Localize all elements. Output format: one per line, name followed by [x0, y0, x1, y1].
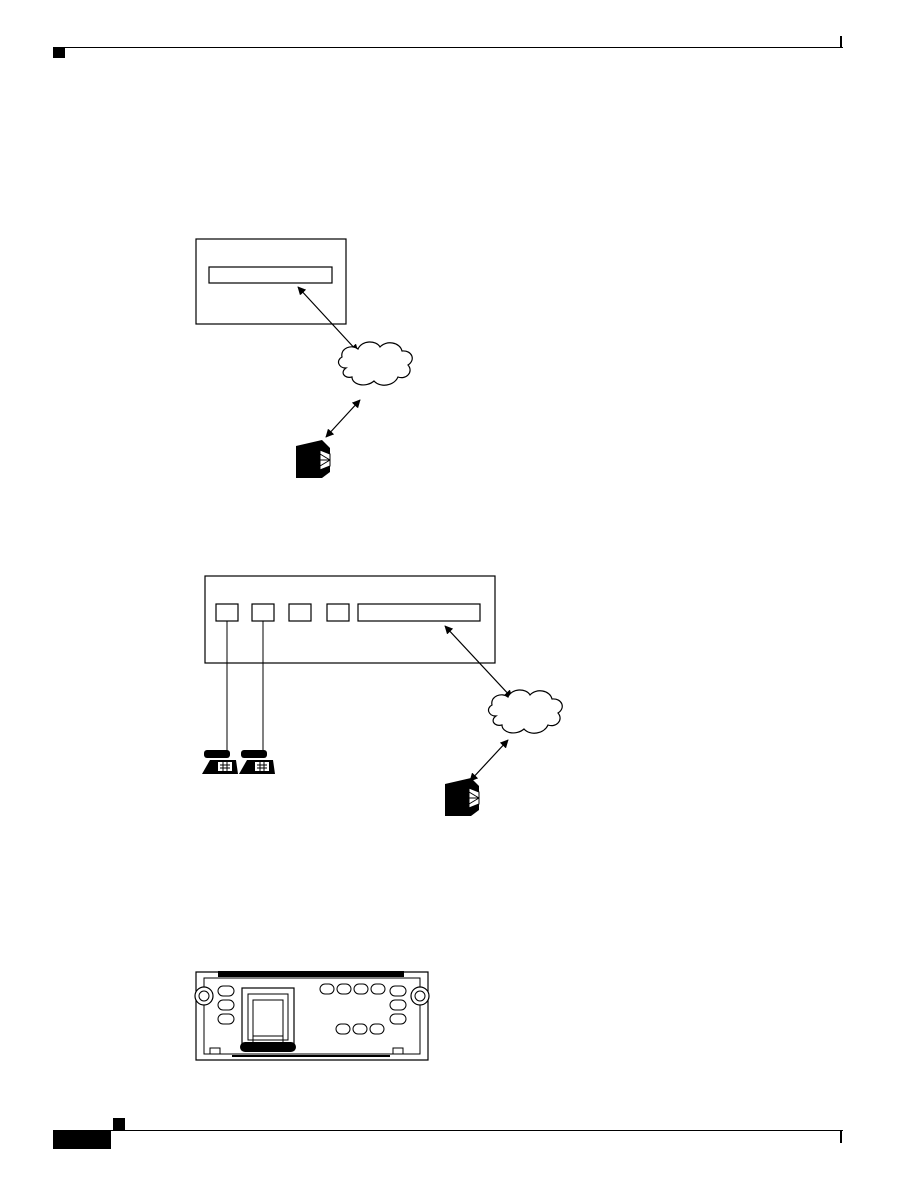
led-top-1: [319, 983, 335, 995]
link-module-to-cloud: [444, 625, 513, 699]
figure-1: [195, 238, 413, 478]
voice-port-2: [251, 603, 275, 622]
voice-port-4: [326, 603, 350, 622]
network-cloud: [337, 341, 413, 386]
header-left-block: [53, 48, 65, 58]
foot-left: [209, 1047, 221, 1055]
led-top-4: [370, 983, 386, 995]
thumbscrew-right: [410, 986, 430, 1006]
led-top-3: [353, 983, 369, 995]
figure-3: [194, 971, 430, 1061]
central-office-switch-icon: [445, 778, 480, 816]
led-mid-2: [352, 1023, 368, 1035]
rj-port: [241, 987, 295, 1051]
voice-port-3: [288, 603, 312, 622]
header-right-tick: [840, 36, 842, 48]
faceplate-top-bar: [218, 971, 404, 977]
led-mid-3: [369, 1023, 385, 1035]
link-cloud-to-switch: [469, 739, 509, 782]
footer-rule: [53, 1130, 843, 1131]
led-left-1: [217, 985, 235, 997]
led-mid-1: [335, 1023, 351, 1035]
header-rule: [53, 47, 843, 48]
network-module-slot: [357, 603, 481, 622]
footer-small-square: [113, 1118, 125, 1130]
network-module-slot: [208, 266, 333, 284]
central-office-switch-icon: [296, 440, 331, 478]
voice-port-1: [215, 603, 239, 622]
led-top-2: [336, 983, 352, 995]
led-left-3: [217, 1013, 235, 1025]
figure-2: [202, 575, 563, 816]
led-right-2: [389, 999, 407, 1011]
led-right-1: [389, 985, 407, 997]
telephone-icon: [202, 750, 238, 774]
led-left-2: [217, 999, 235, 1011]
footer-right-tick: [840, 1131, 842, 1143]
link-module-to-cloud: [297, 286, 359, 353]
telephone-icon: [239, 750, 275, 774]
foot-right: [392, 1047, 404, 1055]
led-right-3: [389, 1013, 407, 1025]
thumbscrew-left: [194, 986, 214, 1006]
footer-left-block: [53, 1131, 111, 1149]
faceplate-latch: [240, 1042, 296, 1052]
network-cloud: [487, 689, 563, 734]
link-cloud-to-switch: [325, 399, 361, 438]
